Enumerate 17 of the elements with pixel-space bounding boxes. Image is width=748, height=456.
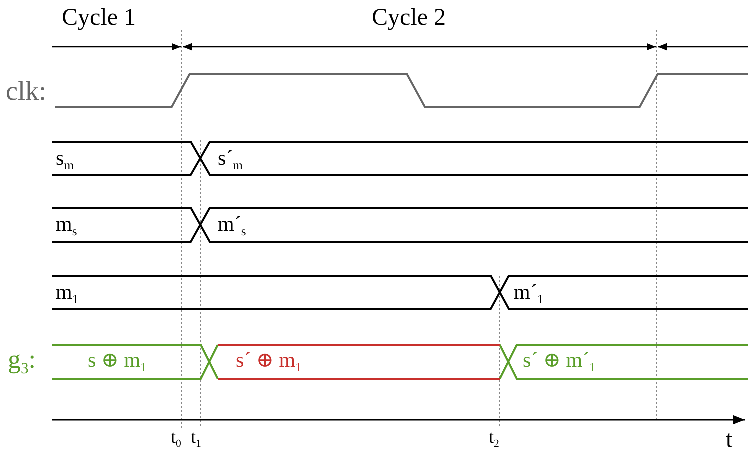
cycle-label: Cycle 2: [372, 6, 446, 30]
bus-value: m´$_{s}$: [218, 214, 246, 238]
bus-value: s$_{m}$: [56, 148, 74, 172]
bus-value: s´ ⊕ m´$_{1}$: [523, 350, 596, 374]
time-label: t$_{0}$: [171, 428, 182, 450]
bus-value: m$_{s}$: [56, 214, 78, 238]
time-label: t$_{1}$: [191, 428, 202, 450]
signal-name: g$_{3}$:: [8, 347, 36, 378]
bus-value: m´$_{1}$: [514, 282, 544, 306]
bus-value: s´ ⊕ m$_{1}$: [236, 350, 302, 374]
signal-name: clk:: [6, 78, 46, 105]
bus-value: m$_{1}$: [56, 282, 79, 306]
bus-value: s´$_{m}$: [218, 148, 243, 172]
cycle-label: Cycle 1: [62, 6, 136, 30]
bus-value: s ⊕ m$_{1}$: [88, 350, 147, 374]
axis-label: t: [726, 428, 733, 452]
time-label: t$_{2}$: [489, 428, 500, 450]
